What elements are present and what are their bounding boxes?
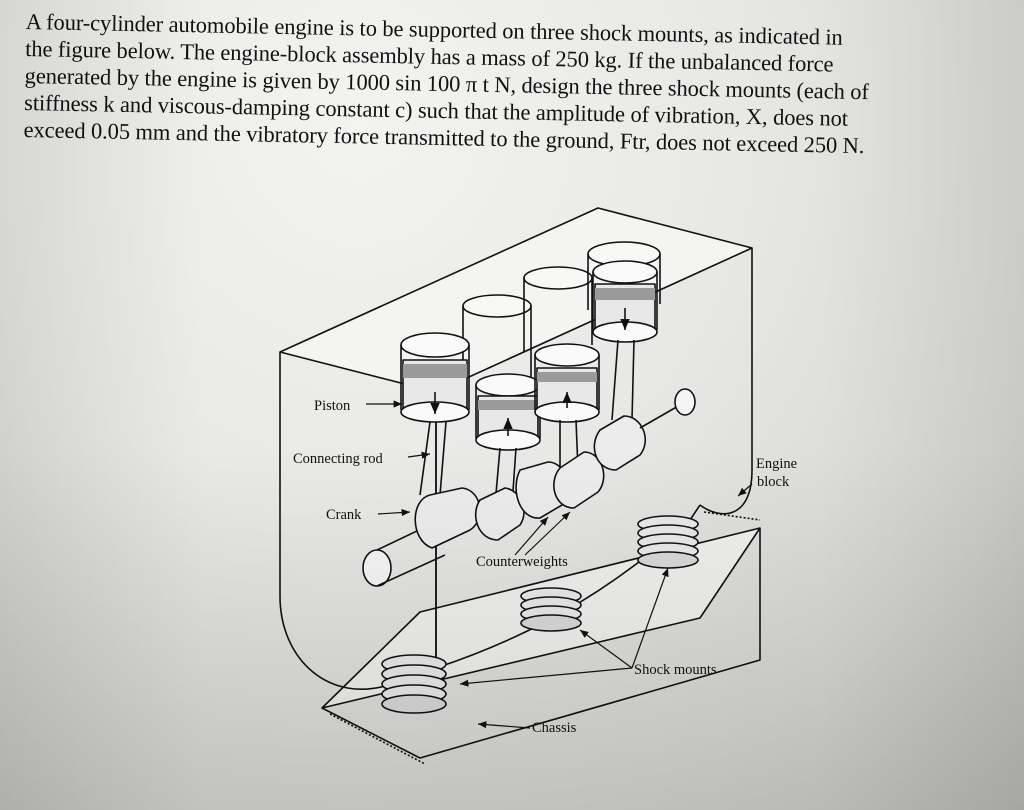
shock-mount-left <box>381 654 447 714</box>
crankshaft <box>362 388 696 587</box>
label-crank: Crank <box>326 507 362 523</box>
shock-mount-center <box>520 587 582 632</box>
label-counterweights: Counterweights <box>476 554 568 570</box>
label-piston: Piston <box>314 398 351 414</box>
label-engine-block-line-1: Engine <box>756 456 797 472</box>
label-chassis: Chassis <box>532 720 577 736</box>
pistons <box>400 260 658 451</box>
shock-mount-right <box>637 515 699 569</box>
label-connecting-rod: Connecting rod <box>293 451 384 467</box>
label-engine-block-line-2: block <box>757 474 790 490</box>
label-shock-mounts: Shock mounts <box>634 662 717 678</box>
leader-lines <box>366 400 753 729</box>
